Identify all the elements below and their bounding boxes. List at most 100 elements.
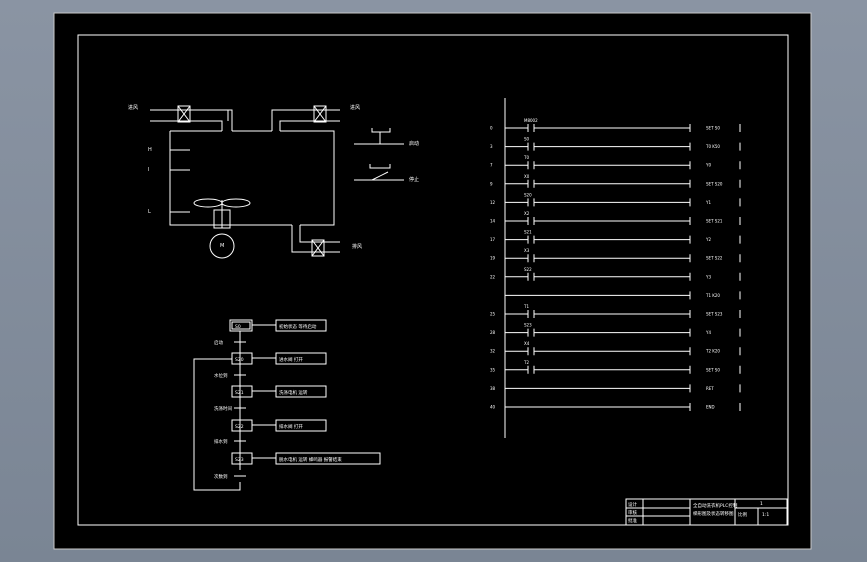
ladder-rung (505, 291, 741, 300)
sfc-step-label: S20 (235, 357, 244, 363)
contact-label: S20 (524, 192, 532, 197)
contact-label: S21 (524, 230, 532, 235)
ladder-rung (505, 365, 741, 374)
inlet-valve-left-icon (177, 105, 191, 123)
start-switch-label: 启动 (409, 140, 419, 147)
contact-label: T0 (523, 155, 529, 160)
rung-number: 17 (490, 237, 496, 242)
approver-label: 批准 (628, 517, 637, 524)
sheet-number: 1 (760, 501, 763, 507)
drawing-sheet (53, 12, 812, 550)
sfc-action-text: 脱水电机 运转 蜂鸣器 报警结束 (279, 456, 342, 463)
ladder-diagram (504, 98, 741, 438)
tank-schematic (150, 109, 404, 259)
sfc-step-label: S0 (235, 324, 241, 330)
rung-number: 28 (490, 330, 496, 335)
level-l-label: L (148, 209, 151, 215)
ladder-rung (505, 179, 741, 188)
inlet-left-label: 进风 (128, 104, 138, 111)
contact-label: T1 (523, 304, 529, 309)
sfc-transition-label: 排水到 (214, 438, 228, 445)
contact-label: S23 (524, 323, 532, 328)
ladder-rung (505, 347, 741, 356)
drawing-border (77, 34, 789, 526)
sfc-text: S0 S20 S21 S22 S23 初始状态 等待启动 进水阀 打开 洗涤电机… (214, 323, 342, 480)
sfc-action-text: 排水阀 打开 (279, 423, 303, 430)
contact-label: X2 (524, 211, 530, 216)
coil-label: Y0 (705, 163, 711, 168)
coil-label: Y1 (705, 200, 711, 205)
coil-label: Y3 (705, 274, 711, 279)
outlet-label: 排风 (352, 243, 362, 250)
contact-label: X4 (524, 341, 530, 346)
inlet-right-label: 进风 (350, 104, 360, 111)
outlet-valve-icon (311, 239, 325, 257)
sfc-transition-label: 启动 (214, 339, 223, 346)
ladder-rung (505, 403, 741, 411)
rung-number: 12 (490, 200, 496, 205)
rung-number: 14 (490, 219, 496, 224)
rung-number: 40 (490, 405, 496, 410)
sfc-step-label: S23 (235, 457, 244, 463)
ladder-rung (505, 254, 741, 263)
level-i-label: I (148, 167, 149, 173)
stop-switch-label: 停止 (409, 176, 419, 183)
drawing-title-line2: 梯形图及状态转移图 (693, 510, 734, 517)
ladder-rung (505, 328, 741, 337)
contact-label: S0 (524, 137, 530, 142)
sfc-transition-label: 次数到 (214, 473, 228, 480)
coil-label: T1 K20 (705, 293, 720, 298)
sfc-action-text: 洗涤电机 运转 (279, 389, 308, 396)
sfc-diagram (193, 319, 381, 491)
rung-number: 38 (490, 386, 496, 391)
sfc-step-label: S22 (235, 424, 244, 430)
contact-label: S22 (524, 267, 532, 272)
ladder-rung (505, 217, 741, 225)
rung-number: 3 (490, 144, 493, 149)
level-h-label: H (148, 147, 152, 153)
sfc-transition-label: 水位到 (214, 372, 228, 379)
coil-label: END (706, 405, 715, 410)
rung-number: 22 (490, 274, 496, 279)
coil-label: Y2 (705, 237, 711, 242)
contact-label: T2 (523, 360, 529, 365)
ladder-rung (505, 124, 741, 132)
scale-label: 比例 (738, 511, 747, 518)
ladder-rung (505, 142, 741, 151)
checker-label: 审核 (628, 509, 637, 516)
rung-number: 32 (490, 349, 496, 354)
ladder-rung (505, 384, 741, 393)
coil-label: SET S22 (706, 256, 723, 261)
sfc-step-label: S21 (235, 390, 244, 396)
schematic-labels: 进风 进风 排风 H I L M 启动 停止 (128, 104, 419, 250)
ladder-rung (505, 161, 741, 170)
sfc-action-text: 进水阀 打开 (279, 356, 303, 363)
title-block-text: 设计 审核 批准 全自动洗衣机PLC控制 梯形图及状态转移图 比例 1 1:1 (628, 501, 769, 524)
coil-label: SET S23 (706, 312, 723, 317)
rung-number: 35 (490, 367, 496, 372)
ladder-rung (505, 272, 741, 281)
inlet-valve-right-icon (313, 105, 327, 123)
rung-number: 19 (490, 256, 496, 261)
coil-label: SET S0 (706, 367, 720, 372)
scale-value: 1:1 (762, 512, 769, 518)
coil-label: T2 K20 (705, 349, 720, 354)
rung-number: 25 (490, 312, 496, 317)
coil-label: SET S0 (706, 126, 720, 131)
ladder-rung (505, 235, 741, 244)
rung-number: 7 (490, 163, 493, 168)
coil-label: Y4 (705, 330, 711, 335)
rung-number: 0 (490, 126, 493, 131)
sfc-action-text: 初始状态 等待启动 (279, 323, 317, 330)
designer-label: 设计 (628, 501, 637, 508)
coil-label: SET S20 (706, 181, 723, 186)
coil-label: RET (706, 386, 714, 391)
contact-label: M8002 (524, 118, 538, 123)
ladder-rung (505, 310, 741, 318)
title-block (625, 498, 788, 526)
fan-motor-label: M (220, 243, 224, 249)
coil-label: T0 K50 (705, 144, 720, 149)
ladder-rung (505, 198, 741, 207)
